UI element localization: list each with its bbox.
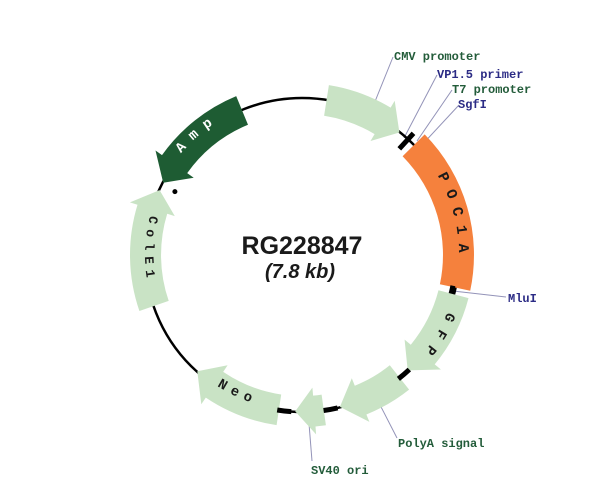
feature-cmv-promoter xyxy=(324,85,400,141)
plasmid-size: (7.8 kb) xyxy=(265,261,335,283)
junction-tick xyxy=(276,407,292,415)
feature-gfp xyxy=(404,290,469,371)
feature-label-cole1: ColE1 xyxy=(141,215,161,285)
label-cmv-promoter: CMV promoter xyxy=(394,50,480,64)
label-sv40-ori: SV40 ori xyxy=(311,464,369,478)
callout-labels: CMV promoter VP1.5 primer T7 promoter Sg… xyxy=(311,50,537,478)
junction-tick xyxy=(396,367,412,381)
junction-tick xyxy=(448,285,456,295)
feature-neo xyxy=(197,365,282,426)
plasmid-title: RG228847 xyxy=(242,232,363,260)
feature-poc1a xyxy=(402,134,474,291)
feature-polya xyxy=(339,365,410,422)
leader-line-t7-promoter xyxy=(416,89,453,142)
label-vp15-primer: VP1.5 primer xyxy=(437,68,523,82)
leader-line-vp15-primer xyxy=(403,74,438,139)
label-t7-promoter: T7 promoter xyxy=(452,83,531,97)
feature-cole1 xyxy=(129,190,175,311)
junction-tick xyxy=(323,405,339,413)
label-mlui: MluI xyxy=(508,292,537,306)
label-polya-signal: PolyA signal xyxy=(398,437,484,451)
feature-sv40 xyxy=(295,387,326,435)
leader-line-cmv-promoter xyxy=(373,56,394,105)
label-sgfi: SgfI xyxy=(458,98,487,112)
junction-tick xyxy=(397,131,416,151)
feature-amp xyxy=(155,96,248,183)
leader-line-mlui xyxy=(452,290,507,298)
leader-lines xyxy=(307,56,507,462)
junction-dot xyxy=(172,189,178,195)
